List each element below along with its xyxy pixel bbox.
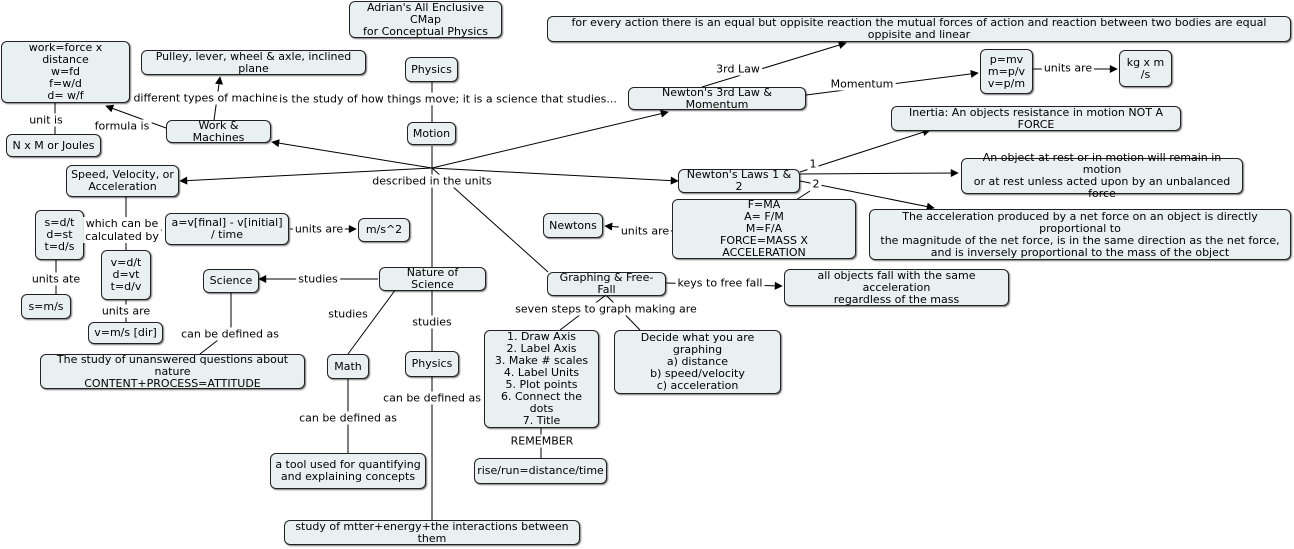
link-label-keys-free-fall: keys to free fall xyxy=(675,276,765,290)
link-label-is-study: is the study of how things move; it is a… xyxy=(277,92,619,106)
work-machines-node: Work & Machines xyxy=(166,119,271,143)
speed-formula-node: s=d/t d=st t=d/s xyxy=(35,210,84,260)
graph-steps-node: 1. Draw Axis 2. Label Axis 3. Make # sca… xyxy=(484,330,599,428)
link-label-studies-physics: studies xyxy=(410,315,454,329)
cmap-title: Adrian's All Enclusive CMap for Conceptu… xyxy=(349,1,502,38)
newton-3rd-node: Newton's 3rd Law & Momentum xyxy=(628,86,806,110)
link-label-3rd-law: 3rd Law xyxy=(714,62,762,76)
decide-graphing-node: Decide what you are graphing a) distance… xyxy=(614,330,781,394)
rise-run-node: rise/run=distance/time xyxy=(474,458,607,484)
link-label-remember: REMEMBER xyxy=(508,434,576,448)
link-label-studies-math: studies xyxy=(326,307,370,321)
motion-node: Motion xyxy=(407,122,456,145)
momentum-formula-node: p=mv m=p/v v=p/m xyxy=(980,49,1033,94)
physics-top-node: Physics xyxy=(405,57,458,82)
momentum-units-node: kg x m /s xyxy=(1119,50,1172,87)
link-label-different-types: different types of machines xyxy=(131,91,287,105)
link-label-1: 1 xyxy=(807,157,819,171)
link-label-can-defined-math: can be defined as xyxy=(297,411,399,425)
link-label-studies-science: studies xyxy=(296,272,340,286)
speed-units-node: s=m/s xyxy=(21,294,71,319)
newtons-node: Newtons xyxy=(543,213,603,238)
unit-joules-node: N x M or Joules xyxy=(6,134,101,157)
work-formula-node: work=force x distance w=fd f=w/d d= w/f xyxy=(1,41,130,103)
science-definition-node: The study of unanswered questions about … xyxy=(40,353,305,389)
link-label-can-defined-physics: can be defined as xyxy=(381,391,483,405)
inertia-node: Inertia: An objects resistance in motion… xyxy=(891,106,1181,131)
graphing-freefall-node: Graphing & Free-Fall xyxy=(547,272,666,296)
link-label-described: described in the units xyxy=(370,174,494,188)
first-law-node: An object at rest or in motion will rema… xyxy=(961,152,1243,200)
link-label-units-ate: units ate xyxy=(29,272,83,286)
machines-types-node: Pulley, lever, wheel & axle, inclined pl… xyxy=(141,50,366,75)
link-label-units-are-momentum: units are xyxy=(1041,61,1095,75)
free-fall-node: all objects fall with the same accelerat… xyxy=(784,269,1009,306)
link-label-can-defined-science: can be defined as xyxy=(179,327,281,341)
physics-mid-node: Physics xyxy=(405,351,459,377)
link-label-seven-steps: seven steps to graph making are xyxy=(513,302,699,316)
math-definition-node: a tool used for quantifying and explaini… xyxy=(270,453,426,489)
accel-formula-node: a=v[final] - v[initial] / time xyxy=(165,213,289,245)
link-label-units-are-newtons: units are xyxy=(618,224,672,238)
link-label-units-are-velocity: units are xyxy=(99,304,153,318)
link-label-unit-is: unit is xyxy=(27,113,65,127)
action-reaction-node: for every action there is an equal but o… xyxy=(547,16,1291,42)
link-label-formula-is: formula is xyxy=(92,119,152,133)
nature-science-node: Nature of Science xyxy=(379,267,486,291)
velocity-units-node: v=m/s [dir] xyxy=(88,322,163,344)
second-law-node: The acceleration produced by a net force… xyxy=(869,209,1291,260)
math-node: Math xyxy=(327,354,369,379)
link-label-momentum: Momentum xyxy=(828,77,896,91)
science-node: Science xyxy=(203,269,259,293)
fma-node: F=MA A= F/M M=F/A FORCE=MASS X ACCELERAT… xyxy=(672,199,856,259)
link-label-2: 2 xyxy=(810,177,822,191)
accel-units-node: m/s^2 xyxy=(358,218,410,242)
link-label-which-can-be: which can be calculated by xyxy=(83,217,161,243)
physics-definition-node: study of mtter+energy+the interactions b… xyxy=(284,520,580,545)
velocity-formula-node: v=d/t d=vt t=d/v xyxy=(101,250,151,300)
newton-1-2-node: Newton's Laws 1 & 2 xyxy=(678,169,800,193)
link-label-units-are-accel: units are xyxy=(292,222,346,236)
speed-velocity-node: Speed, Velocity, or Acceleration xyxy=(66,165,179,197)
